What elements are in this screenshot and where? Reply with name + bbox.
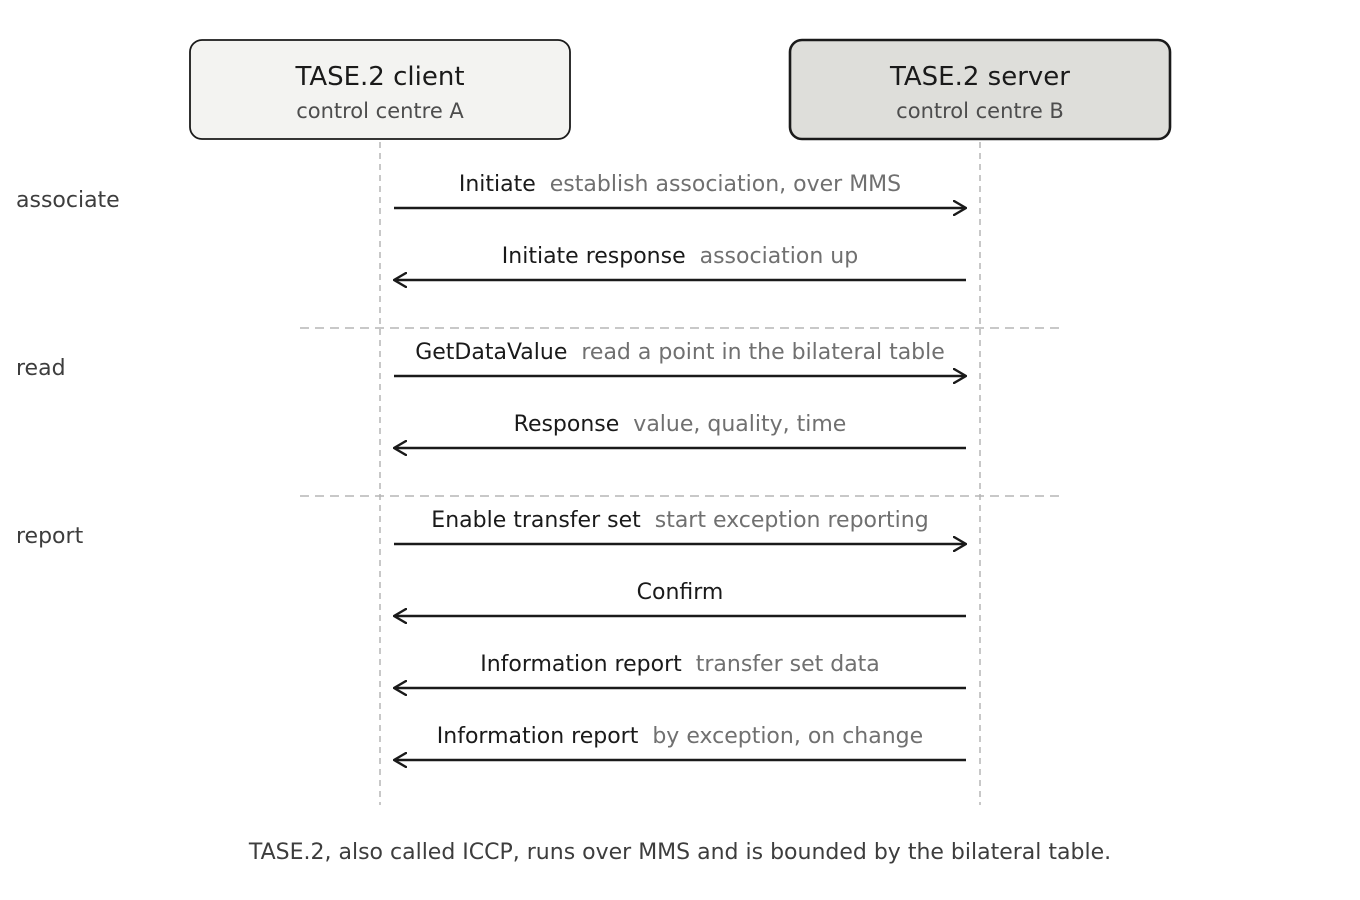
- phase-label-read: read: [16, 356, 66, 381]
- server-actor-box: [788, 38, 1172, 141]
- message-name: GetDataValue: [415, 340, 567, 365]
- message-confirm: Confirm: [394, 580, 966, 616]
- message-getdatavalue: GetDataValue read a point in the bilater…: [394, 340, 966, 376]
- server-actor: TASE.2 server control centre B: [788, 38, 1172, 141]
- message-label: Confirm: [637, 580, 724, 605]
- message-label: Initiate response association up: [502, 244, 858, 269]
- client-actor: TASE.2 client control centre A: [189, 39, 571, 140]
- message-name: Information report: [437, 724, 639, 749]
- message-initiate: Initiate establish association, over MMS: [394, 172, 966, 208]
- message-description: value, quality, time: [626, 412, 846, 437]
- message-label: Information report transfer set data: [480, 652, 880, 677]
- message-description: establish association, over MMS: [543, 172, 901, 197]
- client-actor-subtitle: control centre A: [296, 99, 464, 123]
- server-actor-subtitle: control centre B: [896, 99, 1064, 123]
- message-description: start exception reporting: [648, 508, 929, 533]
- message-response: Response value, quality, time: [394, 412, 966, 448]
- client-actor-box: [189, 39, 571, 140]
- message-information-report-data: Information report transfer set data: [394, 652, 966, 688]
- message-label: GetDataValue read a point in the bilater…: [415, 340, 945, 365]
- message-label: Initiate establish association, over MMS: [459, 172, 901, 197]
- message-label: Information report by exception, on chan…: [437, 724, 923, 749]
- message-label: Enable transfer set start exception repo…: [431, 508, 928, 533]
- message-name: Confirm: [637, 580, 724, 605]
- message-name: Enable transfer set: [431, 508, 641, 533]
- message-initiate-response: Initiate response association up: [394, 244, 966, 280]
- phase-label-associate: associate: [16, 188, 120, 213]
- client-actor-title: TASE.2 client: [294, 62, 464, 92]
- message-label: Response value, quality, time: [514, 412, 847, 437]
- message-description: read a point in the bilateral table: [574, 340, 944, 365]
- message-name: Information report: [480, 652, 682, 677]
- server-actor-title: TASE.2 server: [889, 62, 1070, 92]
- message-information-report-exception: Information report by exception, on chan…: [394, 724, 966, 760]
- message-description: by exception, on change: [645, 724, 923, 749]
- message-enable-transfer-set: Enable transfer set start exception repo…: [394, 508, 966, 544]
- phase-label-report: report: [16, 524, 84, 549]
- message-description: association up: [693, 244, 859, 269]
- diagram-caption: TASE.2, also called ICCP, runs over MMS …: [248, 840, 1111, 865]
- message-name: Initiate response: [502, 244, 686, 269]
- message-name: Response: [514, 412, 620, 437]
- message-description: transfer set data: [689, 652, 880, 677]
- message-name: Initiate: [459, 172, 536, 197]
